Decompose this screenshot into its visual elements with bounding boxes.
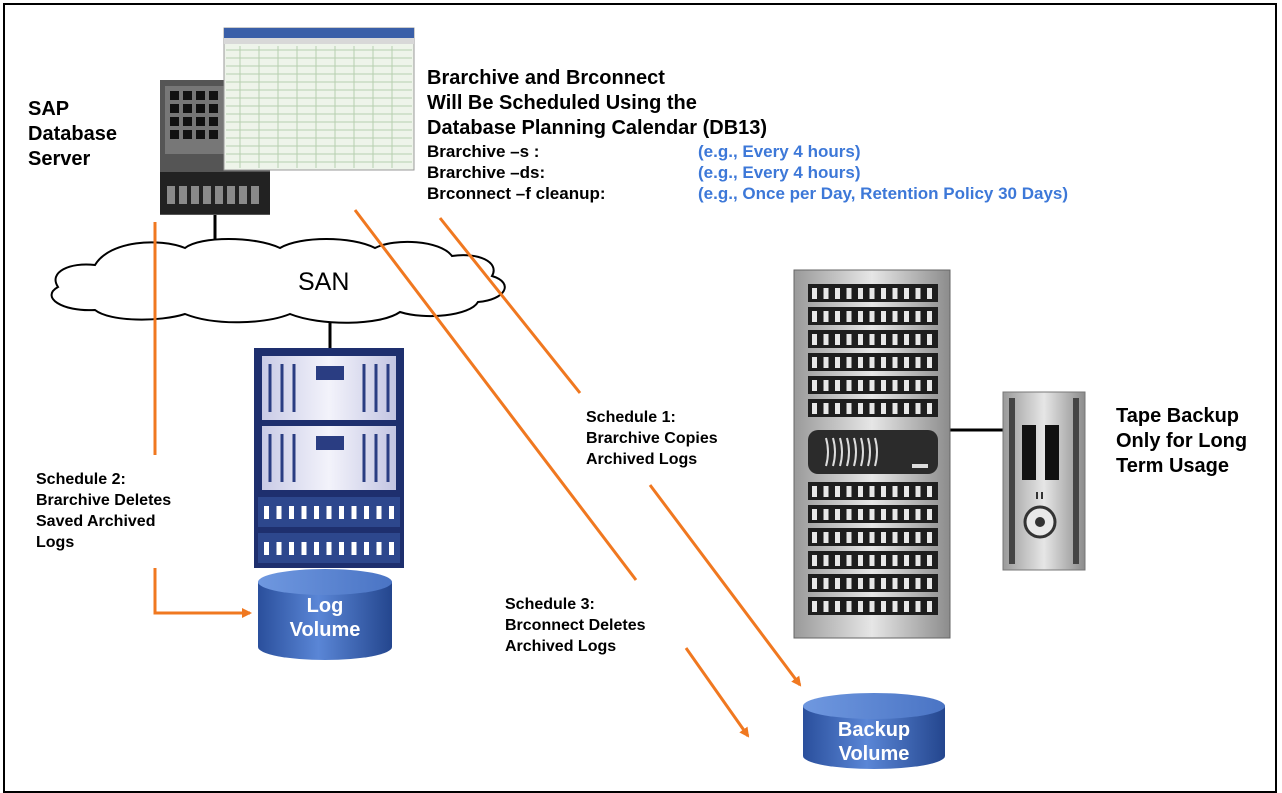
schedule1-arrow [648,484,802,687]
storage-array-icon [254,348,404,568]
schedule3-line-upper [353,209,638,581]
san-label: SAN [298,268,350,296]
schedule2-arrow [153,568,252,618]
command-row: Brconnect –f cleanup: (e.g., Once per Da… [427,184,1069,203]
san-cloud [50,238,506,324]
database-server-icon [160,80,270,215]
tape-unit-icon [1002,391,1086,571]
schedule3-arrow [684,647,750,738]
command-list: Brarchive –s : (e.g., Every 4 hours) Bra… [427,141,1069,204]
command-row: Brarchive –ds: (e.g., Every 4 hours) [427,163,861,182]
command-row: Brarchive –s : (e.g., Every 4 hours) [427,142,861,161]
schedule1-line-upper [438,217,582,394]
schedule-flow-lines [153,209,802,738]
backup-volume-cylinder [803,693,945,769]
db13-calendar-thumbnail [223,27,415,171]
backup-rack-icon [793,269,951,639]
log-volume-cylinder [258,569,392,660]
